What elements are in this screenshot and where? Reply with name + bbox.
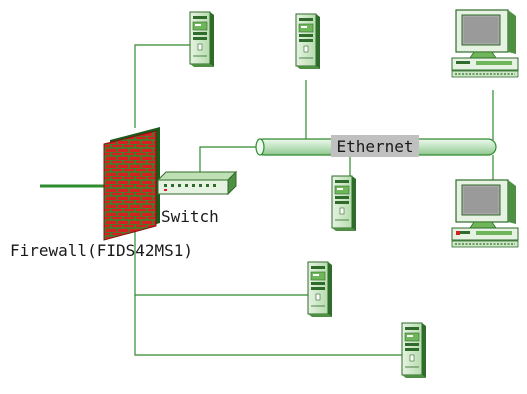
link-firewall-top-server xyxy=(134,44,190,128)
server-icon xyxy=(307,261,333,318)
server-icon xyxy=(189,11,215,68)
server-icon xyxy=(295,13,321,70)
ethernet-label-bg xyxy=(331,135,419,157)
firewall-icon xyxy=(103,127,160,241)
server-icon xyxy=(331,175,357,232)
ethernet-bus: Ethernet xyxy=(255,135,497,157)
link-switch-bus xyxy=(199,146,256,172)
network-links xyxy=(134,44,494,356)
server-icon xyxy=(401,322,427,379)
workstation-icon xyxy=(451,9,519,78)
firewall-label: Firewall(FIDS42MS1) xyxy=(10,241,193,260)
workstation-icon xyxy=(451,179,519,248)
switch-icon xyxy=(156,170,238,196)
power-led xyxy=(456,231,460,235)
switch-label: Switch xyxy=(161,207,219,226)
link-firewall-bottom xyxy=(134,220,402,356)
ethernet-label: Ethernet xyxy=(336,137,413,156)
